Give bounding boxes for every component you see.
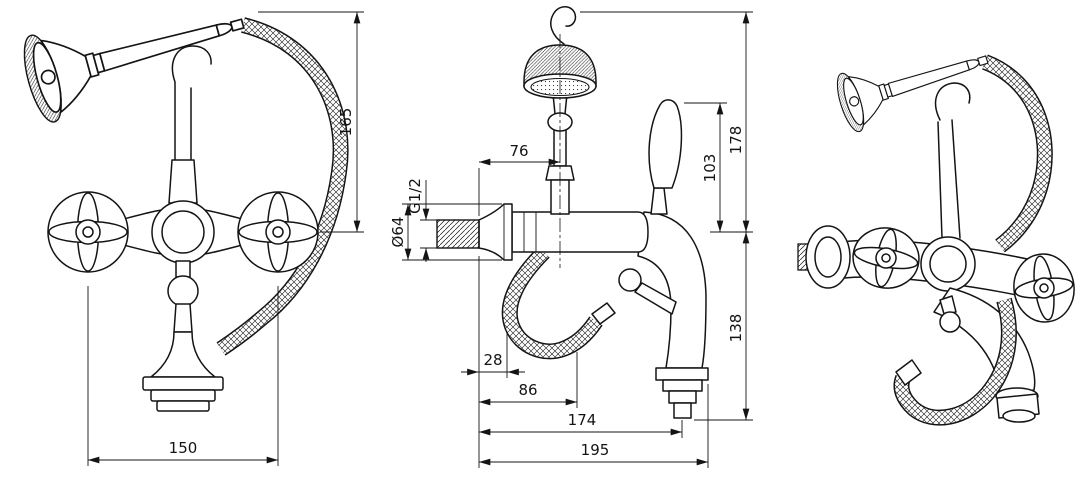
dim-width-150: 150 <box>87 286 279 466</box>
hose-perspective-upper <box>981 54 1053 253</box>
dim-86-label: 86 <box>518 381 537 399</box>
cross-handle-right <box>237 191 319 273</box>
spout-outlet <box>655 367 709 419</box>
hose-fitting <box>591 302 616 325</box>
hand-shower <box>23 18 245 123</box>
diverter-ball-front <box>167 275 199 307</box>
cradle-hook-side <box>550 6 577 45</box>
diverter-knob <box>618 268 677 315</box>
diverter-perspective <box>939 295 961 333</box>
dim-178: 178 <box>580 11 753 233</box>
side-view: 76 G1/2 Ø64 103 178 <box>389 6 753 468</box>
wall-nipple <box>436 219 480 249</box>
dim-height-165: 165 <box>258 11 364 233</box>
dim-76-label: 76 <box>509 142 528 160</box>
shower-handle <box>99 24 221 72</box>
dim-174: 174 <box>478 411 683 436</box>
shower-hose <box>216 17 349 356</box>
cross-handle-left-perspective <box>852 227 920 289</box>
hose-nut <box>229 18 245 32</box>
shower-column <box>545 93 575 215</box>
label-flange-dia: Ø64 <box>389 203 502 261</box>
wall-flange <box>478 203 513 261</box>
label-thread: G1/2 <box>406 178 437 262</box>
dim-86: 86 <box>478 381 578 406</box>
dim-174-label: 174 <box>568 411 597 429</box>
wall-flange-perspective <box>805 225 851 289</box>
hose-fitting-perspective <box>895 359 922 386</box>
cradle-column <box>168 159 198 204</box>
cradle-hook <box>171 45 212 163</box>
dim-28: 28 <box>461 351 525 376</box>
hose-side <box>501 246 616 360</box>
dim-195-label: 195 <box>581 441 610 459</box>
hand-shower-perspective <box>836 55 989 133</box>
dim-195: 195 <box>478 441 709 466</box>
dim-178-label: 178 <box>727 126 745 155</box>
perspective-view <box>797 54 1075 426</box>
mixer-body-side <box>511 211 649 253</box>
hose-perspective-lower <box>893 297 1017 426</box>
front-view: 165 150 <box>23 11 364 466</box>
dim-103: 103 <box>684 102 727 233</box>
body-dome-perspective <box>920 236 976 292</box>
body-hub <box>151 200 215 264</box>
cradle-hook-perspective <box>934 82 971 121</box>
dim-165-label: 165 <box>337 108 355 137</box>
dim-138-label: 138 <box>727 314 745 343</box>
dim-150-label: 150 <box>169 439 198 457</box>
dim-28-label: 28 <box>483 351 502 369</box>
cross-handle-right-perspective <box>1013 253 1075 323</box>
cross-handle-left <box>47 191 129 273</box>
dim-76: 76 <box>478 142 561 216</box>
thread-label: G1/2 <box>406 178 424 214</box>
flange-dia-label: Ø64 <box>389 217 407 248</box>
base-column <box>142 260 224 412</box>
dim-103-label: 103 <box>701 154 719 183</box>
dim-138: 138 <box>694 231 753 421</box>
spout-outlet-perspective <box>995 387 1040 423</box>
lever-handle <box>648 99 683 215</box>
cradle-post-perspective <box>937 119 961 239</box>
